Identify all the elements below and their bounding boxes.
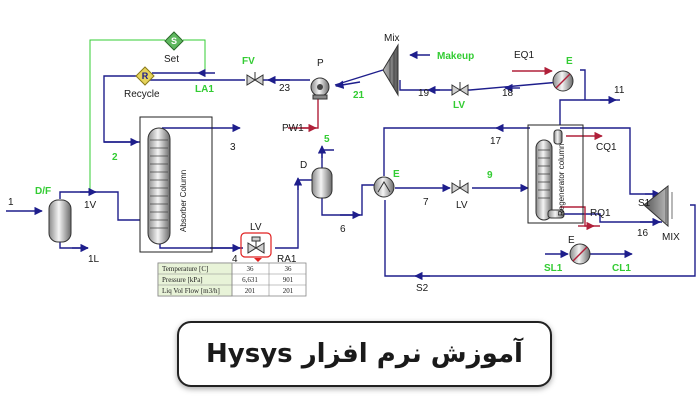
fv-label: FV <box>242 56 255 67</box>
recycle-icon-letter: R <box>142 71 149 81</box>
stream-4-label: 4 <box>232 254 238 265</box>
absorber-column[interactable] <box>147 127 171 245</box>
table-cell: 901 <box>283 276 294 284</box>
s2-label: S2 <box>416 283 429 294</box>
absorber-label: Absorber Column <box>179 170 188 232</box>
stream-1v-label: 1V <box>84 200 97 211</box>
e-mid-label: E <box>393 169 400 180</box>
pw1-label: PW1 <box>282 123 304 134</box>
stream-16-label: 16 <box>637 228 649 239</box>
energy-lines <box>288 66 603 231</box>
mix-right-label: MIX <box>662 232 680 243</box>
stream-6-label: 6 <box>340 224 346 235</box>
e-top-label: E <box>566 56 573 67</box>
lv-top-label: LV <box>453 100 465 111</box>
lv-mid-label: LV <box>456 200 468 211</box>
la1-label: LA1 <box>195 84 214 95</box>
pump-p[interactable] <box>310 77 330 100</box>
table-cell: 36 <box>285 265 293 273</box>
makeup-label: Makeup <box>437 51 474 62</box>
s1-label: S1 <box>638 198 651 209</box>
rq1-label: RQ1 <box>590 208 611 219</box>
stream-5-label: 5 <box>324 134 330 145</box>
e-bottom-label: E <box>568 235 575 246</box>
recycle-block[interactable]: R <box>135 66 155 86</box>
stream-7-label: 7 <box>423 197 429 208</box>
regenerator-label: Regenerator column <box>557 144 566 216</box>
table-row-label: Liq Vol Flow [m3/h] <box>162 287 220 295</box>
set-label: Set <box>164 54 179 65</box>
fv-valve[interactable] <box>246 72 264 86</box>
set-icon-letter: S <box>171 36 177 46</box>
regenerator-frame <box>527 124 584 224</box>
lv-valve-top[interactable] <box>451 82 469 96</box>
lv-valve-label: LV <box>250 222 262 233</box>
stream-3-label: 3 <box>230 142 236 153</box>
mixer-top[interactable] <box>382 43 399 97</box>
stream-9-label: 9 <box>487 170 493 181</box>
stream-property-table: Temperature [C] 36 36 Pressure [kPa] 6,6… <box>157 262 307 297</box>
stream-17-label: 17 <box>490 136 502 147</box>
banner-title: آموزش نرم افزار Hysys <box>206 339 523 369</box>
stream-21-label: 21 <box>353 90 365 101</box>
cl1-label: CL1 <box>612 263 631 274</box>
d-drum[interactable] <box>311 167 333 199</box>
signal-lines <box>89 39 206 192</box>
d-label: D <box>300 160 307 171</box>
stream-1l-label: 1L <box>88 254 100 265</box>
heat-exchanger-top[interactable] <box>552 70 574 92</box>
title-banner: آموزش نرم افزار Hysys <box>177 321 552 387</box>
table-cell: 201 <box>283 287 294 295</box>
lv-valve-main[interactable] <box>240 232 272 262</box>
stream-labels: 1 1V 1L 3 4 RA1 D 6 7 LV 17 11 CQ1 RQ1 S… <box>8 33 680 294</box>
sl1-label: SL1 <box>544 263 563 274</box>
table-row-label: Pressure [kPa] <box>162 276 203 284</box>
table-cell: 6,631 <box>242 276 258 284</box>
regenerator-column[interactable] <box>535 129 565 221</box>
table-cell: 36 <box>247 265 255 273</box>
stream-18-label: 18 <box>502 88 514 99</box>
ra1-label: RA1 <box>277 254 297 265</box>
heat-exchanger-bottom[interactable] <box>569 243 591 265</box>
stream-2-label: 2 <box>112 152 118 163</box>
absorber-frame <box>139 116 213 253</box>
stream-23-label: 23 <box>279 83 291 94</box>
stream-1-label: 1 <box>8 197 14 208</box>
heat-exchanger-mid[interactable] <box>373 176 395 198</box>
table-row-label: Temperature [C] <box>162 265 208 273</box>
eq1-label: EQ1 <box>514 50 534 61</box>
mix-top-label: Mix <box>384 33 400 44</box>
recycle-label: Recycle <box>124 89 160 100</box>
df-label: D/F <box>35 186 51 197</box>
set-block[interactable]: S <box>164 31 184 51</box>
lv-valve-mid[interactable] <box>451 180 469 194</box>
stream-11-label: 11 <box>614 85 625 96</box>
pump-label: P <box>317 58 324 69</box>
table-cell: 201 <box>245 287 256 295</box>
stream-lines <box>6 50 696 281</box>
green-labels: D/F 2 5 E 9 LA1 FV 21 Makeup LV E SL1 CL… <box>35 51 631 274</box>
df-separator[interactable] <box>48 199 72 243</box>
stream-19-label: 19 <box>418 88 430 99</box>
cq1-label: CQ1 <box>596 142 617 153</box>
mixer-right[interactable] <box>643 184 673 228</box>
